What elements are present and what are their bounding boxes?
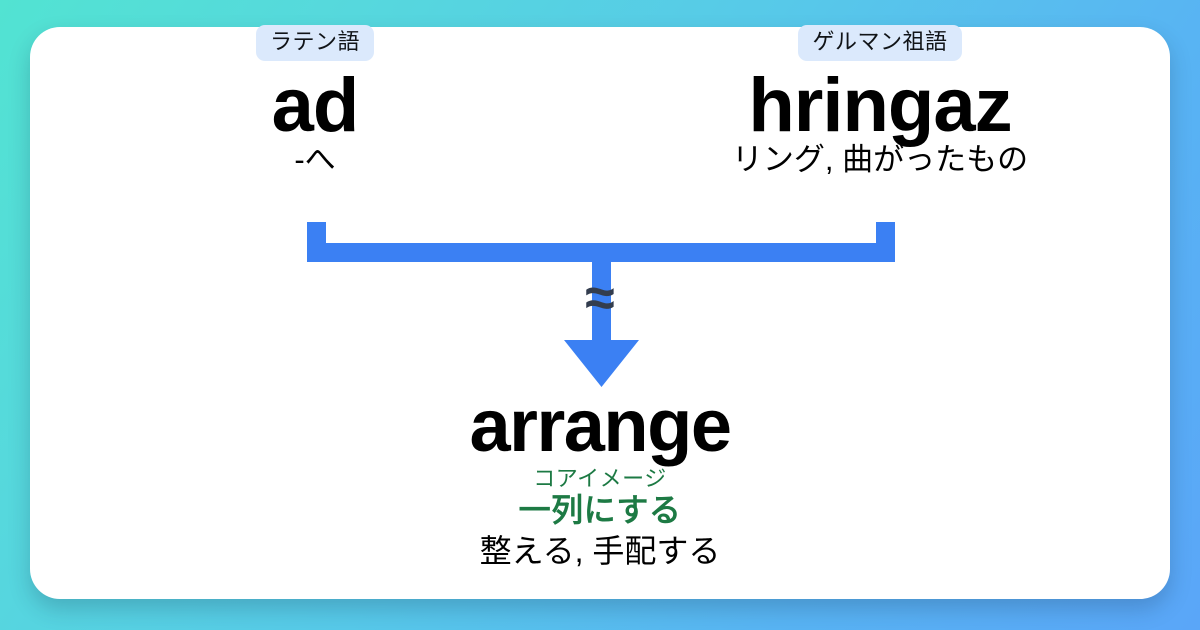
source-word-proto-germanic: ゲルマン祖語 hringaz リング, 曲がったもの bbox=[635, 25, 1125, 177]
result-word-block: arrange コアイメージ 一列にする 整える, 手配する bbox=[0, 384, 1200, 570]
result-gloss: 整える, 手配する bbox=[479, 532, 721, 569]
source-gloss-latin: -へ bbox=[294, 141, 336, 177]
source-word-text-latin: ad bbox=[271, 63, 360, 148]
source-word-text-proto-germanic: hringaz bbox=[748, 63, 1012, 148]
language-badge-proto-germanic: ゲルマン祖語 bbox=[798, 25, 962, 61]
result-word-text: arrange bbox=[469, 384, 732, 467]
core-image-label: コアイメージ bbox=[533, 465, 667, 491]
approximately-equal-icon: ≈ bbox=[585, 268, 615, 328]
core-image-meaning: 一列にする bbox=[518, 492, 682, 529]
source-gloss-proto-germanic: リング, 曲がったもの bbox=[731, 141, 1029, 177]
language-badge-latin: ラテン語 bbox=[255, 25, 374, 61]
source-word-latin: ラテン語 ad -へ bbox=[115, 25, 515, 177]
